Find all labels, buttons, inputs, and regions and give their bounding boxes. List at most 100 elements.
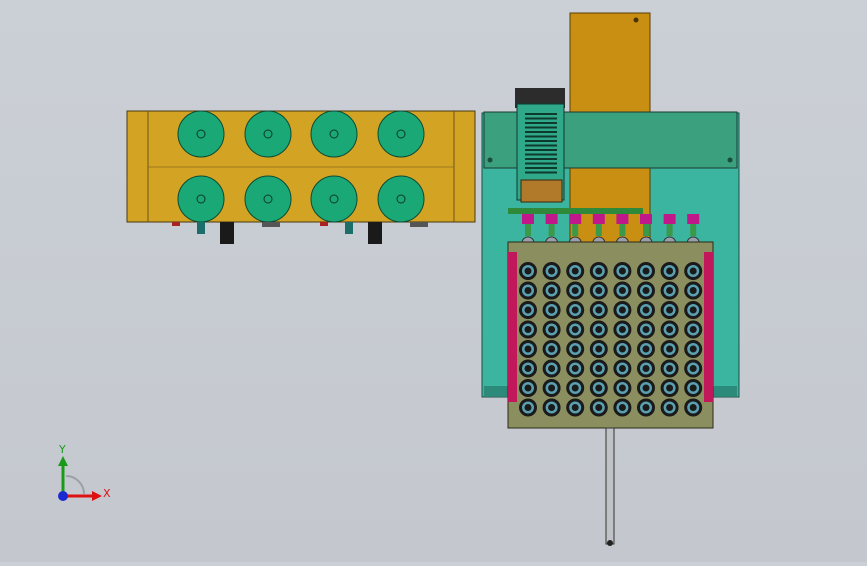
cell bbox=[613, 262, 632, 280]
cell bbox=[589, 301, 608, 319]
connector bbox=[410, 222, 428, 227]
cell bbox=[542, 340, 561, 358]
vent-slot bbox=[525, 162, 557, 165]
vent-slot bbox=[525, 135, 557, 138]
triad-x-label: X bbox=[103, 487, 111, 500]
vent-slot bbox=[525, 149, 557, 151]
cell bbox=[519, 262, 537, 280]
cell bbox=[566, 359, 585, 378]
connector bbox=[320, 222, 328, 226]
tray-rail-right bbox=[704, 252, 713, 402]
cell bbox=[519, 281, 537, 300]
roller bbox=[177, 175, 225, 223]
cell bbox=[542, 379, 561, 397]
vent-slot bbox=[525, 167, 557, 169]
vent-slot bbox=[525, 171, 557, 174]
cell bbox=[519, 301, 537, 319]
cell bbox=[660, 301, 679, 319]
vent-slot bbox=[525, 158, 557, 160]
connector bbox=[220, 222, 234, 244]
cell bbox=[637, 281, 655, 300]
connector bbox=[197, 222, 205, 234]
cell bbox=[519, 340, 537, 358]
cell bbox=[613, 340, 632, 358]
cell bbox=[566, 398, 585, 417]
cell bbox=[684, 359, 703, 378]
cell bbox=[519, 320, 537, 339]
cell bbox=[660, 379, 679, 397]
vent-slot bbox=[525, 153, 557, 156]
cell bbox=[519, 359, 537, 378]
cell bbox=[519, 398, 537, 417]
connector bbox=[368, 222, 382, 244]
connector bbox=[345, 222, 353, 234]
cell bbox=[660, 320, 679, 339]
cell bbox=[613, 379, 632, 397]
connector-group bbox=[172, 222, 428, 244]
cell bbox=[684, 262, 703, 280]
cell bbox=[637, 398, 655, 417]
cell bbox=[566, 340, 585, 358]
cell bbox=[589, 281, 608, 300]
axis-triad bbox=[58, 456, 102, 501]
z-axis-dot bbox=[58, 491, 68, 501]
cell bbox=[613, 281, 632, 300]
cell bbox=[542, 359, 561, 378]
cell bbox=[589, 379, 608, 397]
push-rod bbox=[605, 427, 615, 545]
cell bbox=[613, 301, 632, 319]
roller bbox=[310, 110, 358, 158]
roller bbox=[244, 110, 292, 158]
carriage-gripper bbox=[520, 179, 563, 203]
roller bbox=[177, 110, 225, 158]
carriage-top bbox=[515, 88, 565, 108]
roller bbox=[244, 175, 292, 223]
cell bbox=[637, 379, 655, 397]
cell bbox=[660, 398, 679, 417]
cell bbox=[684, 281, 703, 300]
vent-slot bbox=[525, 122, 557, 124]
cell bbox=[637, 340, 655, 358]
cell bbox=[637, 301, 655, 319]
connector bbox=[262, 222, 280, 227]
vent-slot bbox=[525, 117, 557, 120]
cell bbox=[684, 301, 703, 319]
cell bbox=[660, 281, 679, 300]
cell bbox=[660, 359, 679, 378]
cell bbox=[542, 320, 561, 339]
vent-slot bbox=[525, 131, 557, 133]
cell bbox=[542, 281, 561, 300]
cell bbox=[542, 398, 561, 417]
cell bbox=[613, 359, 632, 378]
bolt bbox=[633, 17, 639, 23]
cell-grid bbox=[519, 262, 703, 417]
carriage-vent bbox=[525, 113, 557, 174]
y-axis-arrow bbox=[58, 456, 68, 466]
cell bbox=[684, 340, 703, 358]
cell bbox=[684, 379, 703, 397]
cell bbox=[660, 340, 679, 358]
cell bbox=[589, 320, 608, 339]
cell bbox=[542, 301, 561, 319]
cell bbox=[566, 379, 585, 397]
bolt bbox=[727, 157, 733, 163]
cell bbox=[684, 320, 703, 339]
cell bbox=[589, 340, 608, 358]
right-tray-assembly[interactable] bbox=[481, 12, 740, 546]
cell bbox=[542, 262, 561, 280]
cell bbox=[566, 301, 585, 319]
cell-tray[interactable] bbox=[507, 241, 714, 429]
cell bbox=[613, 398, 632, 417]
cell bbox=[684, 398, 703, 417]
cell bbox=[589, 359, 608, 378]
left-roller-assembly[interactable] bbox=[126, 110, 476, 244]
cell bbox=[566, 262, 585, 280]
cell bbox=[637, 262, 655, 280]
vent-slot bbox=[525, 144, 557, 147]
roller bbox=[377, 175, 425, 223]
x-axis-arrow bbox=[92, 491, 102, 501]
cell bbox=[519, 379, 537, 397]
roller bbox=[377, 110, 425, 158]
